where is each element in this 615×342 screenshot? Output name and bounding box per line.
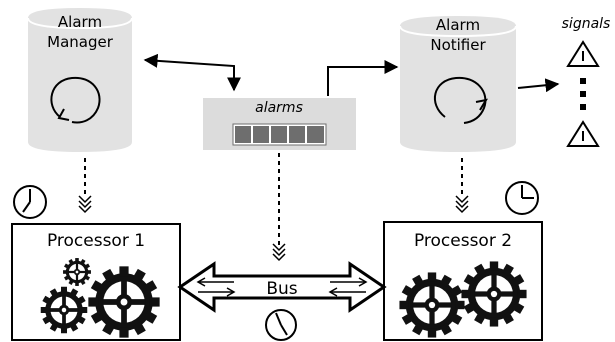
- alarm-manager: Alarm Manager: [27, 8, 133, 152]
- bus: Bus: [177, 261, 387, 313]
- alarm-notifier: Alarm Notifier: [399, 16, 517, 152]
- warning-triangle-icon: [566, 40, 600, 67]
- alarm-notifier-title-line2: Notifier: [430, 36, 486, 54]
- alarm-notifier-title-line1: Alarm: [436, 16, 480, 34]
- alarms-queue-label: alarms: [255, 100, 303, 116]
- bus-flow-arrows: [196, 277, 368, 297]
- signals-ellipsis: [580, 78, 586, 110]
- clock-icon: [13, 185, 47, 219]
- processor-2: Processor 2: [383, 221, 543, 341]
- notifier-signals-arrow: [517, 78, 560, 93]
- clock-icon: [505, 181, 539, 215]
- processor-2-label: Processor 2: [414, 231, 512, 251]
- processor-1: Processor 1: [11, 223, 181, 341]
- signals-group: signals: [562, 16, 611, 147]
- manager-processor1-link: [78, 158, 92, 214]
- queue-notifier-arrow: [327, 60, 399, 96]
- processor-1-label: Processor 1: [47, 231, 145, 251]
- stopwatch-icon: [265, 309, 297, 341]
- alarm-manager-title-line2: Manager: [47, 33, 114, 51]
- queue-bus-link: [272, 153, 286, 262]
- cycle-arrow-icon: [50, 76, 101, 124]
- alarm-manager-title-line1: Alarm: [58, 13, 102, 31]
- signals-label: signals: [562, 16, 611, 32]
- cycle-arrow-icon: [434, 76, 489, 124]
- queue-slots: [232, 123, 327, 146]
- alarms-queue: alarms: [203, 98, 356, 150]
- bus-label: Bus: [266, 279, 297, 299]
- manager-queue-arrow: [143, 53, 241, 92]
- notifier-processor2-link: [455, 158, 469, 214]
- warning-triangle-icon: [566, 120, 600, 147]
